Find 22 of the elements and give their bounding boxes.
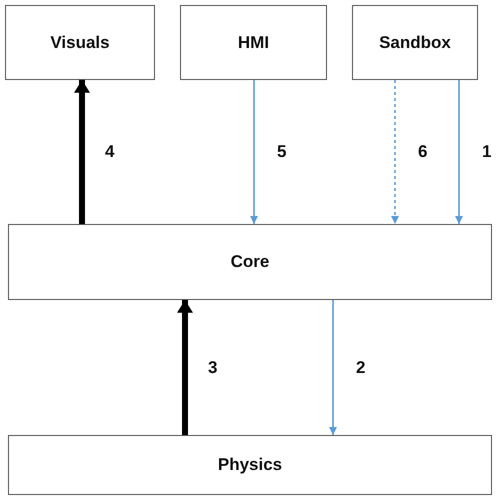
box-label: Sandbox — [379, 32, 451, 52]
process-box — [180, 5, 327, 80]
arrow — [250, 80, 258, 224]
edge-label: 5 — [277, 142, 286, 162]
edge-label: 1 — [482, 142, 492, 162]
arrow — [455, 80, 463, 224]
edge-label: 3 — [208, 358, 218, 378]
box-label: Core — [230, 252, 270, 272]
process-box — [352, 5, 478, 80]
edge-label: 6 — [418, 142, 428, 162]
arrow — [329, 300, 337, 435]
edge-label: 4 — [105, 142, 114, 162]
box-label: HMI — [238, 32, 270, 52]
box-label: Physics — [218, 455, 282, 475]
process-box — [8, 435, 492, 495]
process-box — [5, 5, 155, 80]
arrow — [177, 300, 193, 435]
arrow — [74, 80, 90, 224]
edge-label: 2 — [356, 358, 366, 378]
process-box — [8, 224, 492, 300]
box-label: Visuals — [50, 32, 110, 52]
arrow — [391, 80, 399, 224]
